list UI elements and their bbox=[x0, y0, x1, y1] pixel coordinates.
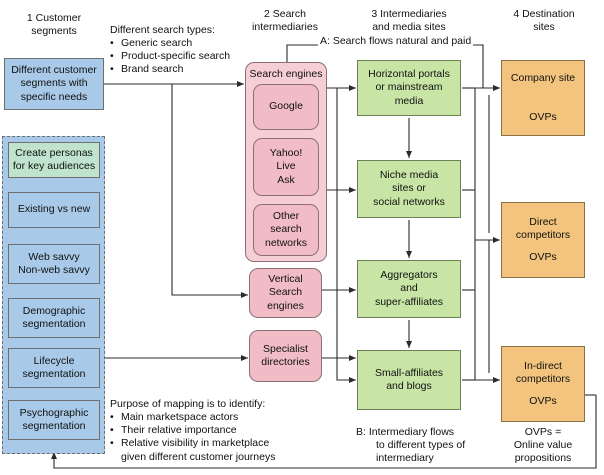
segment-demographic: Demographic segmentation bbox=[8, 298, 100, 338]
specialist-directories-box: Specialist directories bbox=[249, 330, 322, 382]
header-search-intermediaries: 2 Search intermediaries bbox=[252, 8, 318, 34]
segment-existing-vs-new: Existing vs new bbox=[8, 192, 100, 228]
horizontal-portals-box: Horizontal portals or mainstream media bbox=[357, 60, 461, 116]
aggregators-box: Aggregators and super-affiliates bbox=[357, 260, 461, 318]
direct-competitors-box: Direct competitors OVPs bbox=[501, 202, 585, 278]
segment-web-savvy: Web savvy Non-web savvy bbox=[8, 244, 100, 284]
google-box: Google bbox=[253, 84, 319, 130]
purpose-note: Purpose of mapping is to identify: Main … bbox=[110, 398, 276, 464]
search-type-item: Generic search bbox=[110, 37, 230, 50]
small-affiliates-box: Small-affiliates and blogs bbox=[357, 350, 461, 410]
flow-b-label: B: Intermediary flows to different types… bbox=[356, 426, 466, 465]
search-type-item: Brand search bbox=[110, 63, 230, 76]
ovp-definition: OVPs = Online value propositions bbox=[513, 426, 573, 465]
purpose-item: Main marketspace actors bbox=[110, 411, 275, 424]
search-types-note: Different search types: Generic search P… bbox=[110, 24, 230, 77]
purpose-item: Relative visibility in marketplace bbox=[110, 437, 275, 450]
other-networks-box: Other search networks bbox=[253, 204, 319, 256]
header-customer-segments: 1 Customer segments bbox=[26, 12, 82, 38]
search-type-item: Product-specific search bbox=[110, 50, 230, 63]
segment-psychographic: Psychographic segmentation bbox=[8, 400, 100, 440]
personas-box: Create personas for key audiences bbox=[8, 142, 100, 178]
yahoo-live-ask-box: Yahoo! Live Ask bbox=[253, 138, 319, 196]
flow-a-label: A: Search flows natural and paid bbox=[318, 35, 474, 49]
company-site-box: Company site OVPs bbox=[501, 60, 585, 136]
vertical-search-box: Vertical Search engines bbox=[249, 268, 322, 318]
search-engines-title: Search engines bbox=[249, 68, 323, 80]
indirect-competitors-box: In-direct competitors OVPs bbox=[501, 346, 585, 422]
header-destination-sites: 4 Destination sites bbox=[513, 8, 575, 34]
niche-media-box: Niche media sites or social networks bbox=[357, 160, 461, 218]
header-intermediaries-media: 3 Intermediaries and media sites bbox=[371, 8, 447, 34]
segments-main-box: Different customer segments with specifi… bbox=[4, 58, 104, 110]
purpose-item: Their relative importance bbox=[110, 424, 275, 437]
segment-lifecycle: Lifecycle segmentation bbox=[8, 348, 100, 388]
